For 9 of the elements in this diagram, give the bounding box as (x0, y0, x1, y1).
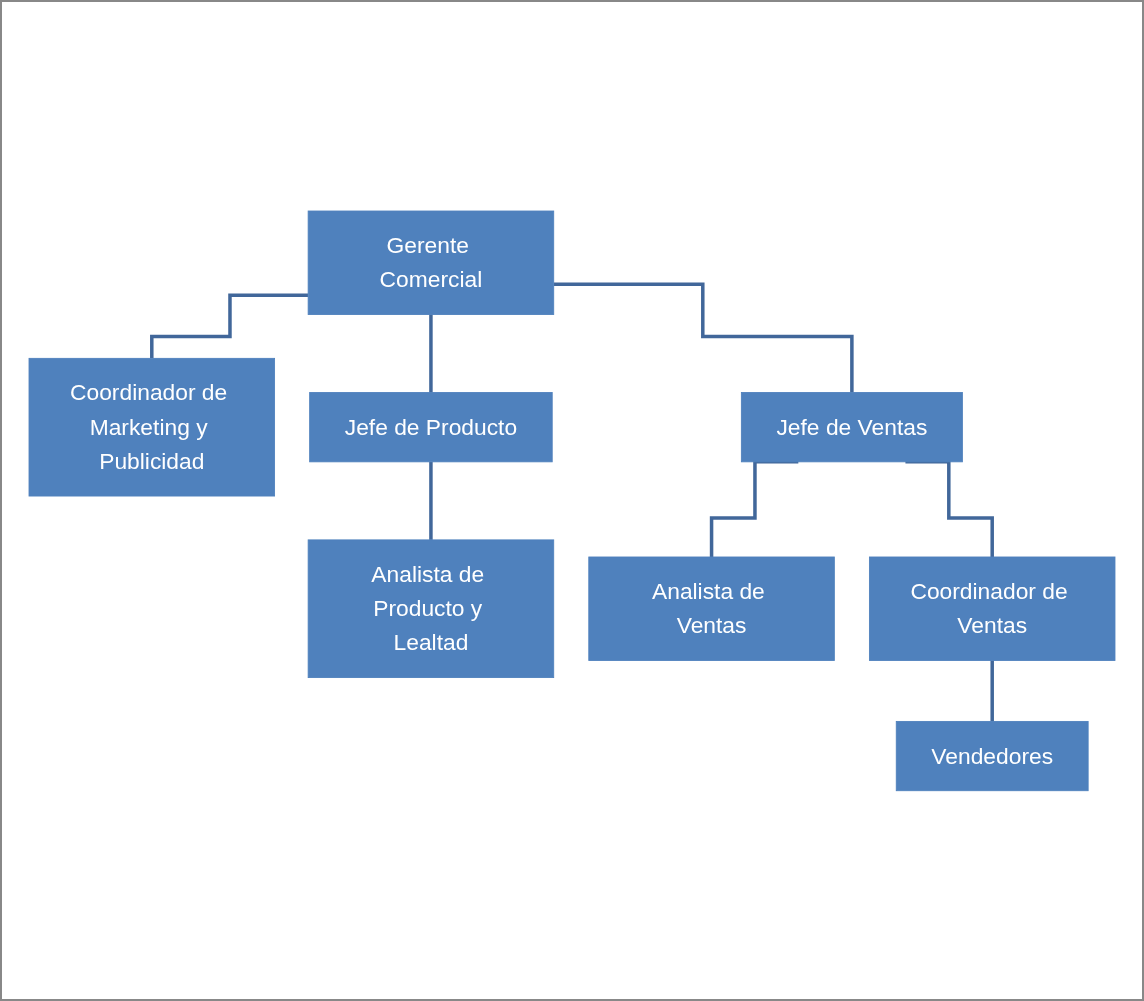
connector (553, 282, 854, 394)
node-box: Jefe de Ventas (740, 391, 963, 462)
node-box: Gerente Comercial (307, 210, 555, 315)
node-box: Coordinador de Marketing y Publicidad (28, 357, 275, 497)
node-box: Coordinador de Ventas (868, 556, 1116, 661)
node-box: Analista de Ventas (588, 556, 835, 661)
node-box: Jefe de Producto (309, 391, 553, 462)
node-box: Analista de Producto y Lealtad (307, 539, 555, 678)
node-box: Vendedores (895, 720, 1089, 791)
